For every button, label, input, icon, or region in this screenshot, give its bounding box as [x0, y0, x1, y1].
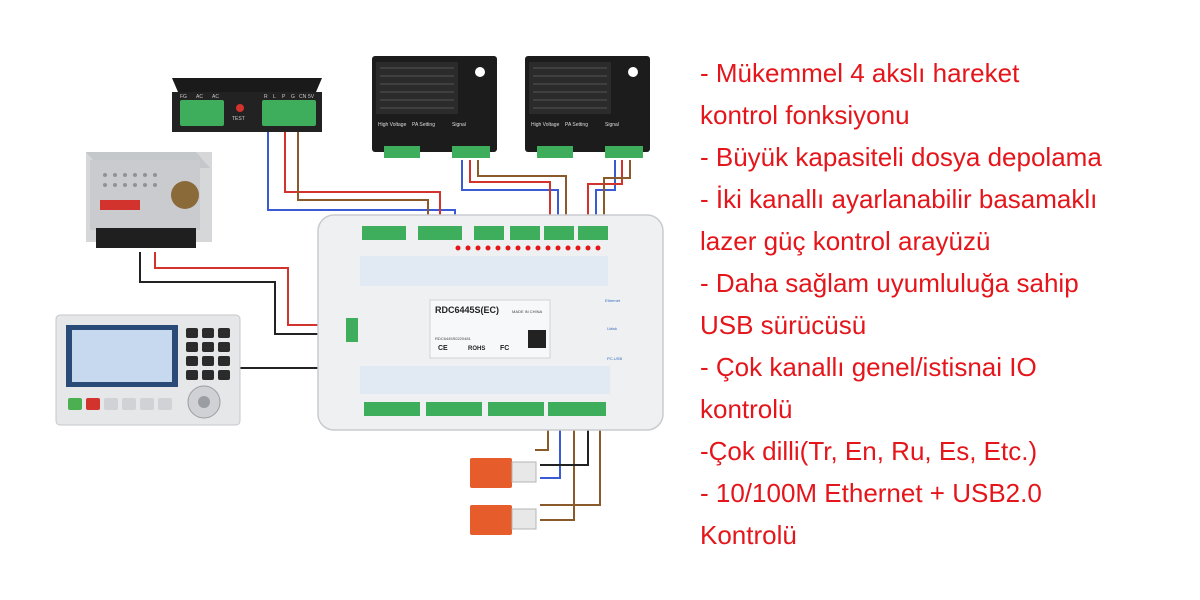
- control-panel: [55, 314, 241, 426]
- driver2-label-pa: PA Setting: [565, 122, 588, 128]
- limit-switch-1: [470, 458, 537, 488]
- stepper-driver-2: High Voltage PA Setting Signal: [525, 56, 650, 158]
- feature-item-7: - 10/100M Ethernet + USB2.0 Kontrolü: [700, 472, 1190, 556]
- ac-input-terminal: [180, 100, 224, 126]
- feature-6-line-1: -Çok dilli(Tr, En, Ru, Es, Etc.): [700, 436, 1038, 466]
- test-button: [236, 104, 244, 112]
- controller-wiring-diagram: FG AC AC TEST R L P G CN 5V High Voltage…: [55, 56, 664, 535]
- relay-label-cn: CN: [299, 94, 307, 100]
- relay-label-ac2: AC: [212, 94, 219, 100]
- power-supply: [86, 152, 212, 248]
- controller-fc-mark: FC: [500, 345, 509, 352]
- feature-item-3: - İki kanallı ayarlanabilir basamaklı la…: [700, 178, 1190, 262]
- feature-item-2: - Büyük kapasiteli dosya depolama: [700, 136, 1190, 178]
- feature-3-line-2: lazer güç kontrol arayüzü: [700, 226, 991, 256]
- controller-serial: RDC6445S0220481: [435, 336, 472, 341]
- wire-black-limit: [540, 416, 589, 466]
- feature-7-line-1: - 10/100M Ethernet + USB2.0: [700, 478, 1042, 508]
- controller-ce-mark: CE: [438, 345, 448, 352]
- wire-blue-driver2: [595, 160, 616, 232]
- controller-rohs-mark: ROHS: [468, 346, 485, 352]
- stepper-driver-1: High Voltage PA Setting Signal: [372, 56, 497, 158]
- feature-item-1: - Mükemmel 4 akslı hareket kontrol fonks…: [700, 52, 1190, 136]
- feature-2-line-1: - Büyük kapasiteli dosya depolama: [700, 142, 1102, 172]
- wire-blue-driver1: [461, 160, 559, 232]
- relay-label-5v: 5V: [308, 94, 315, 100]
- wire-blue-limit: [540, 416, 561, 479]
- feature-4-line-2: USB sürücüsü: [700, 310, 867, 340]
- driver1-label-hv: High Voltage: [378, 122, 407, 128]
- status-leds: [455, 245, 601, 251]
- feature-1-line-1: - Mükemmel 4 akslı hareket: [700, 58, 1020, 88]
- controller-label-pc-usb: PC-USB: [607, 356, 622, 361]
- panel-keypad: [186, 328, 230, 380]
- wires: [139, 128, 631, 521]
- relay-label-ac1: AC: [196, 94, 203, 100]
- relay-label-fg: FG: [180, 94, 187, 100]
- feature-item-5: - Çok kanallı genel/istisnai IO kontrolü: [700, 346, 1190, 430]
- output-terminal: [262, 100, 316, 126]
- feature-4-line-1: - Daha sağlam uyumluluğa sahip: [700, 268, 1079, 298]
- wire-brown-limit-1: [540, 416, 575, 521]
- relay-label-g: G: [291, 94, 295, 100]
- relay-label-p: P: [282, 94, 286, 100]
- bottom-terminals: [364, 402, 606, 416]
- feature-item-6: -Çok dilli(Tr, En, Ru, Es, Etc.): [700, 430, 1190, 472]
- controller-label-udisk: Udisk: [607, 326, 617, 331]
- feature-5-line-1: - Çok kanallı genel/istisnai IO: [700, 352, 1037, 382]
- feature-list: - Mükemmel 4 akslı hareket kontrol fonks…: [700, 52, 1190, 556]
- wire-red-driver1: [469, 160, 551, 232]
- qr-code-icon: [528, 330, 546, 348]
- wire-red-relay: [284, 128, 441, 232]
- panel-buttons: [68, 398, 172, 410]
- relay-label-r: R: [264, 94, 268, 100]
- relay-terminal-box: FG AC AC TEST R L P G CN 5V: [172, 78, 322, 132]
- feature-1-line-2: kontrol fonksiyonu: [700, 100, 910, 130]
- controller-model: RDC6445S(EC): [435, 305, 499, 315]
- feature-3-line-1: - İki kanallı ayarlanabilir basamaklı: [700, 184, 1098, 214]
- wire-red-psu: [154, 252, 348, 326]
- feature-5-line-2: kontrolü: [700, 394, 793, 424]
- driver1-label-pa: PA Setting: [412, 122, 435, 128]
- controller-made-in: MADE IN CHINA: [512, 309, 543, 314]
- wire-brown-limit-2: [540, 416, 601, 506]
- top-terminals: [362, 226, 608, 240]
- driver2-label-signal: Signal: [605, 122, 619, 128]
- driver2-label-hv: High Voltage: [531, 122, 560, 128]
- controller-label-ethernet: Ethernet: [605, 298, 621, 303]
- wire-brown-driver2: [603, 160, 631, 232]
- main-controller: RDC6445S(EC) MADE IN CHINA RDC6445S02204…: [317, 214, 664, 431]
- relay-label-l: L: [273, 94, 276, 100]
- driver1-label-signal: Signal: [452, 122, 466, 128]
- power-input-terminal: [346, 318, 358, 342]
- feature-7-line-2: Kontrolü: [700, 520, 797, 550]
- wire-black-psu: [139, 252, 348, 335]
- feature-item-4: - Daha sağlam uyumluluğa sahip USB sürüc…: [700, 262, 1190, 346]
- wire-brown-driver1: [477, 160, 567, 232]
- relay-label-test: TEST: [232, 116, 245, 122]
- limit-switch-2: [470, 505, 537, 535]
